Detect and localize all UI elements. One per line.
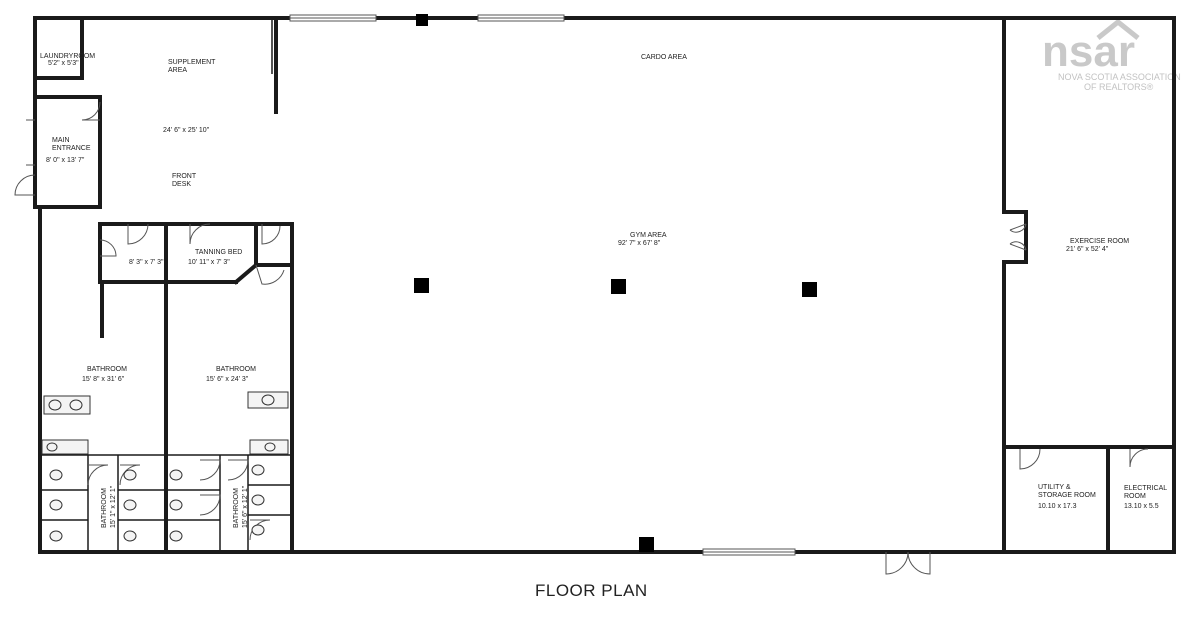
logo-wordmark: nsar [1042,27,1135,76]
sink-icon [46,442,58,452]
floor-plan-caption: FLOOR PLAN [535,581,648,600]
front-desk-label: FRONT [172,173,197,180]
column-marker [802,282,817,297]
bathroom-fixtures [41,391,289,542]
utility-room-label: UTILITY & [1038,484,1071,491]
electrical-room-label: ELECTRICAL [1124,485,1167,492]
toilet-icon [169,499,183,511]
sink-icon [264,442,276,452]
bathroom-2-label: BATHROOM [216,366,256,373]
cardio-area-label: CARDO AREA [641,54,687,61]
column-marker [611,279,626,294]
toilet-icon [169,469,183,481]
exercise-room-label: EXERCISE ROOM [1070,238,1129,245]
sink-icon [48,399,62,411]
column-marker [639,537,654,552]
toilet-icon [251,494,265,506]
sink-icon [261,394,275,406]
bathroom-1-label: BATHROOM [87,366,127,373]
nsar-logo: nsar NOVA SCOTIA ASSOCIATION OF REALTORS… [1042,18,1181,92]
tanning-bed-dims: 10' 11" x 7' 3" [188,259,230,266]
electrical-room-dims: 13.10 x 5.5 [1124,503,1159,510]
utility-room-dims: 10.10 x 17.3 [1038,503,1077,510]
main-entrance-label: MAIN [52,137,70,144]
bathroom-1-dims: 15' 8" x 31' 6" [82,376,125,383]
logo-association-line: NOVA SCOTIA ASSOCIATION [1058,72,1181,82]
supplement-area-dims: 24' 6" x 25' 10" [163,127,210,134]
interior-walls [33,16,1176,554]
laundry-room-dims: 5'2" x 5'3" [48,60,79,67]
column-marker [416,14,428,26]
bathroom-3-label: BATHROOM [101,488,108,528]
supplement-area-label-2: AREA [168,67,187,74]
toilet-icon [123,469,137,481]
toilet-icon [251,464,265,476]
logo-roof-icon [1096,18,1140,40]
exercise-room-dims: 21' 6" x 52' 4" [1066,246,1109,253]
supplement-area-label: SUPPLEMENT [168,59,216,66]
toilet-icon [251,524,265,536]
doors [14,101,1149,575]
bathroom-4-dims: 15' 6" x 12' 1" [242,485,249,528]
toilet-icon [49,469,63,481]
windows [289,14,796,556]
bathroom-2-dims: 15' 6" x 24' 3" [206,376,249,383]
gym-area-dims: 92' 7" x 67' 8" [618,240,661,247]
column-marker [414,278,429,293]
toilet-icon [49,530,63,542]
electrical-room-label-2: ROOM [1124,493,1146,500]
laundry-room-label: LAUNDRYROOM [40,53,95,60]
toilet-icon [123,530,137,542]
bathroom-4-label: BATHROOM [233,488,240,528]
sink-icon [69,399,83,411]
bathroom-3-dims: 15' 1" x 12' 1" [110,485,117,528]
main-entrance-dims: 8' 0" x 13' 7" [46,157,85,164]
tanning-bed-label: TANNING BED [195,249,242,256]
front-desk-label-2: DESK [172,181,191,188]
room-labels: LAUNDRYROOM 5'2" x 5'3" SUPPLEMENT AREA … [40,53,1167,528]
main-entrance-label-2: ENTRANCE [52,145,91,152]
logo-realtors-line: OF REALTORS® [1084,82,1154,92]
utility-room-label-2: STORAGE ROOM [1038,492,1096,499]
toilet-icon [123,499,137,511]
toilet-icon [169,530,183,542]
gym-area-label: GYM AREA [630,232,667,239]
toilet-icon [49,499,63,511]
columns [414,14,817,552]
small-room-dims: 8' 3" x 7' 3" [129,259,164,266]
